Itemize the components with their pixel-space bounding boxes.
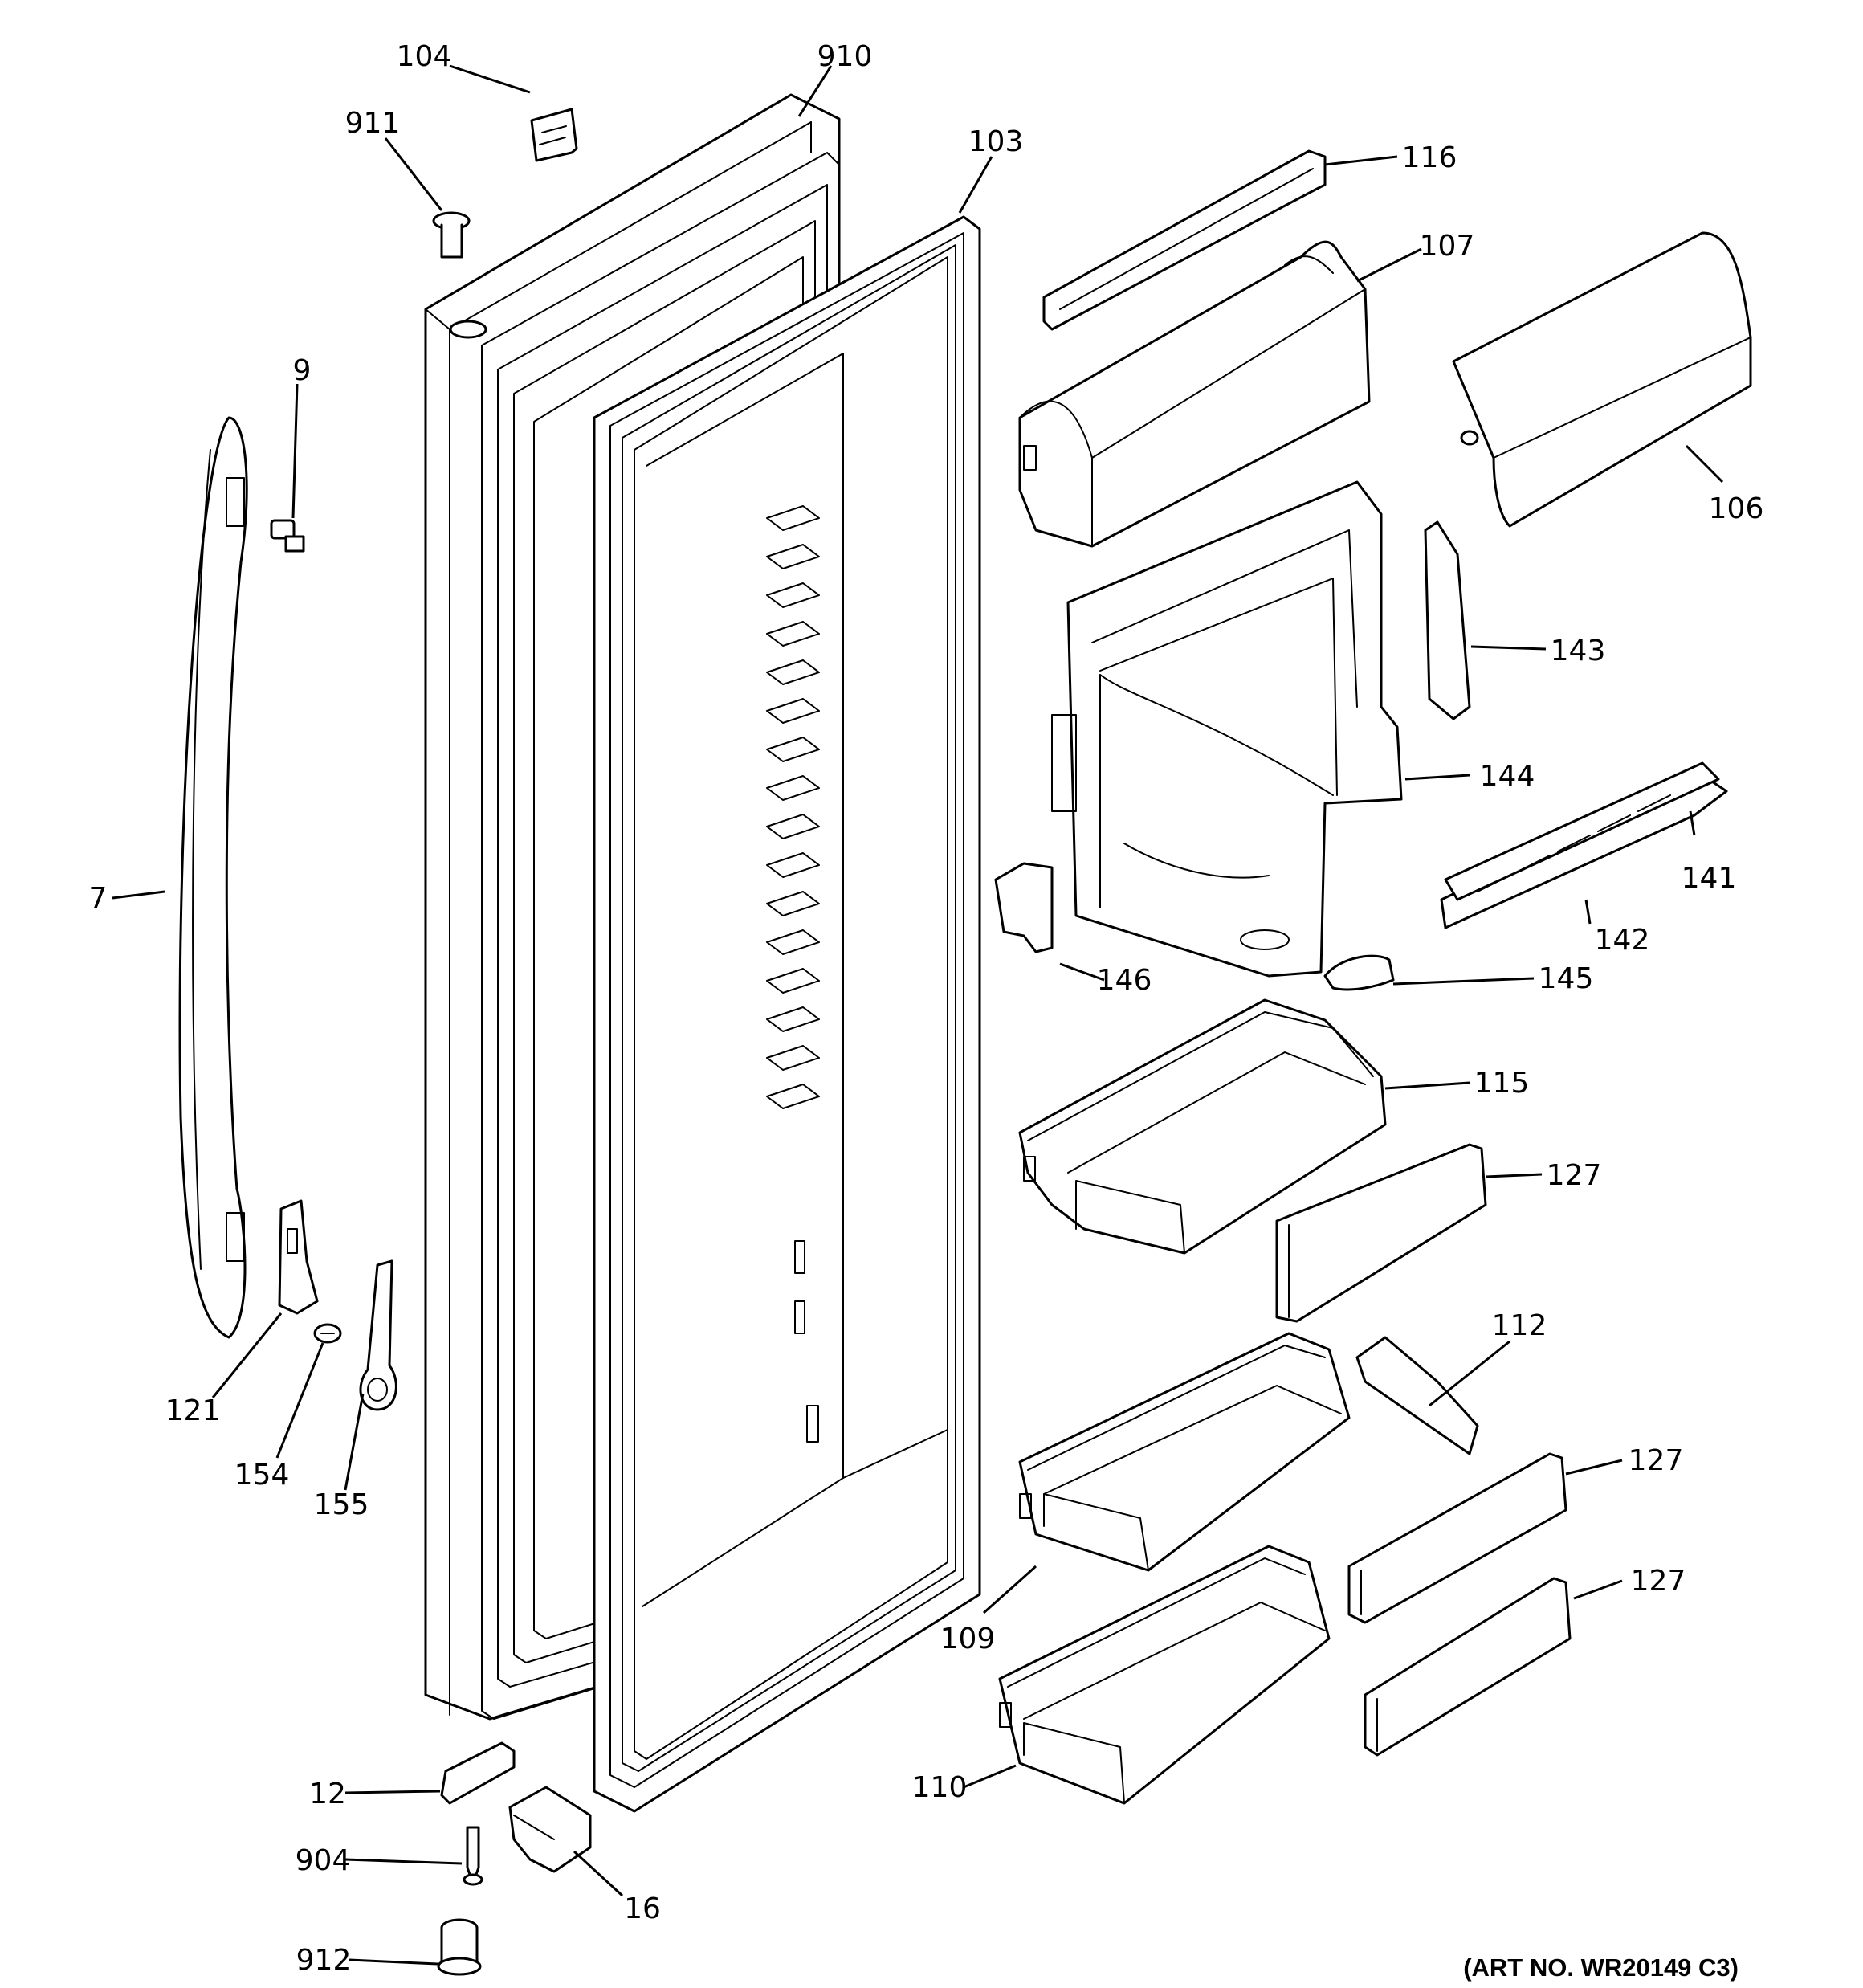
- callout-116: 116: [1402, 141, 1457, 174]
- callout-145: 145: [1539, 962, 1594, 995]
- hinge-pin-912: [437, 1918, 482, 1976]
- bin-107: [1018, 240, 1371, 548]
- callout-144: 144: [1480, 760, 1535, 793]
- callout-7: 7: [89, 882, 108, 915]
- callout-107: 107: [1420, 230, 1475, 263]
- callout-127-mid: 127: [1629, 1444, 1684, 1477]
- art-number: (ART NO. WR20149 C3): [1463, 1953, 1739, 1982]
- hinge-12: [440, 1741, 516, 1805]
- callout-16: 16: [624, 1892, 661, 1925]
- callout-127-top: 127: [1547, 1159, 1602, 1192]
- callout-109: 109: [940, 1623, 996, 1655]
- bin-front-127-c: [1364, 1577, 1572, 1757]
- callout-127-bottom: 127: [1631, 1565, 1686, 1598]
- badge-104: [530, 108, 578, 162]
- callout-112: 112: [1492, 1309, 1547, 1342]
- bin-front-127-a: [1275, 1143, 1487, 1323]
- screw-9: [270, 519, 305, 553]
- hinge-16: [508, 1786, 592, 1873]
- tray-141-142: [1440, 761, 1728, 929]
- callout-106: 106: [1709, 492, 1764, 525]
- callout-104: 104: [397, 40, 452, 73]
- screw-904: [463, 1826, 483, 1886]
- callout-904: 904: [296, 1844, 351, 1877]
- callout-110: 110: [912, 1771, 968, 1804]
- bin-rail-116: [1042, 149, 1327, 331]
- door-gasket: [593, 215, 981, 1813]
- door-handle: [178, 416, 248, 1339]
- callout-115: 115: [1474, 1067, 1530, 1100]
- callout-155: 155: [314, 1488, 369, 1521]
- tool-155: [359, 1259, 397, 1411]
- callout-910: 910: [817, 40, 873, 73]
- callout-912: 912: [296, 1944, 352, 1977]
- bracket-146: [994, 862, 1054, 953]
- bin-110: [998, 1545, 1331, 1805]
- handle-mount-121: [278, 1199, 319, 1315]
- callout-154: 154: [234, 1459, 290, 1492]
- callout-142: 142: [1595, 924, 1650, 957]
- leader-lines: [112, 64, 1724, 1966]
- dairy-cover-106: [1452, 231, 1752, 528]
- callout-141: 141: [1682, 862, 1737, 895]
- callout-143: 143: [1551, 635, 1606, 667]
- shelf-supports: [766, 505, 820, 1443]
- dispenser-144: [1051, 480, 1403, 978]
- hinge-cap-911: [432, 211, 471, 259]
- bin-front-127-b: [1347, 1452, 1567, 1624]
- bin-109: [1018, 1332, 1351, 1572]
- callout-121: 121: [165, 1394, 221, 1427]
- bin-115: [1018, 998, 1387, 1255]
- callout-146: 146: [1097, 964, 1152, 997]
- callout-9: 9: [293, 354, 312, 387]
- callout-labels: 104 910 911 103 116 107 106 9 143 144 14…: [89, 40, 1764, 1977]
- part-112: [1355, 1336, 1479, 1455]
- callout-12: 12: [309, 1778, 346, 1810]
- callout-103: 103: [968, 125, 1024, 158]
- screw-154: [313, 1323, 342, 1344]
- guide-143: [1424, 520, 1471, 720]
- callout-911: 911: [345, 107, 401, 140]
- part-145: [1323, 954, 1395, 991]
